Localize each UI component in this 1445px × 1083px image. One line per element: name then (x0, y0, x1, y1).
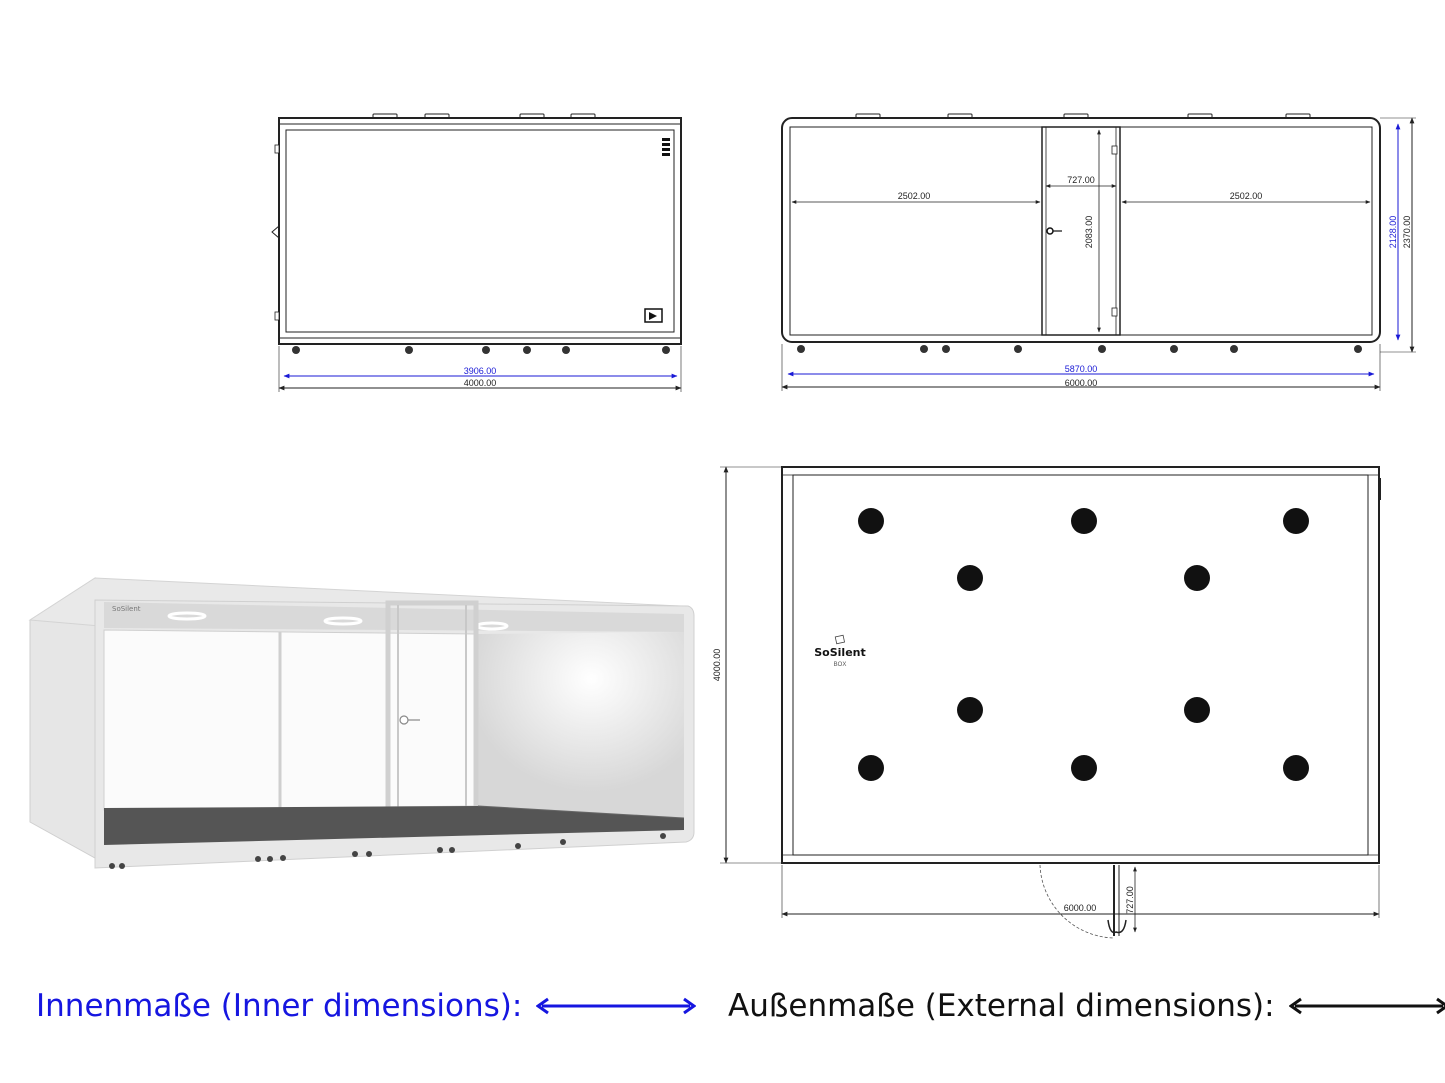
ceiling-light-icons (858, 508, 1309, 781)
side-door-height-label: 2083.00 (1084, 216, 1094, 249)
front-view: 3906.00 4000.00 (271, 113, 682, 392)
legend-outer-label: Außenmaße (External dimensions): (728, 988, 1275, 1024)
top-depth-label: 4000.00 (712, 649, 722, 682)
front-outer-width-label: 4000.00 (464, 378, 497, 388)
door-handle-icon (1046, 227, 1054, 235)
side-right-panel-label: 2502.00 (1230, 191, 1263, 201)
legend-inner-dimensions: Innenmaße (Inner dimensions): (36, 988, 697, 1024)
side-door-width-label: 727.00 (1067, 175, 1095, 185)
top-length-label: 6000.00 (1064, 903, 1097, 913)
door-handle-icon (399, 715, 409, 725)
side-left-panel-label: 2502.00 (898, 191, 931, 201)
side-outer-length-label: 6000.00 (1065, 378, 1098, 388)
legend-inner-label: Innenmaße (Inner dimensions): (36, 988, 523, 1024)
front-inner-width-label: 3906.00 (464, 366, 497, 376)
top-view: SoSilent BOX 4000.00 6000.00 727.00 (712, 466, 1381, 939)
logo-icon (834, 634, 846, 645)
side-inner-length-label: 5870.00 (1065, 364, 1098, 374)
side-inner-height-label: 2128.00 (1388, 216, 1398, 249)
top-view-logo-sub: BOX (834, 662, 847, 668)
side-outer-height-label: 2370.00 (1402, 216, 1412, 249)
render-logo-text: SoSilent (112, 605, 141, 613)
booth-render: SoSilent (28, 577, 695, 869)
legend-outer-dimensions: Außenmaße (External dimensions): (728, 988, 1445, 1024)
side-view: 2502.00 2502.00 727.00 2083.00 5870.00 6… (781, 113, 1416, 391)
double-arrow-icon (536, 997, 697, 1015)
double-arrow-icon (1288, 997, 1445, 1015)
top-view-logo-text: SoSilent (814, 646, 866, 659)
top-door-label: 727.00 (1125, 886, 1135, 914)
